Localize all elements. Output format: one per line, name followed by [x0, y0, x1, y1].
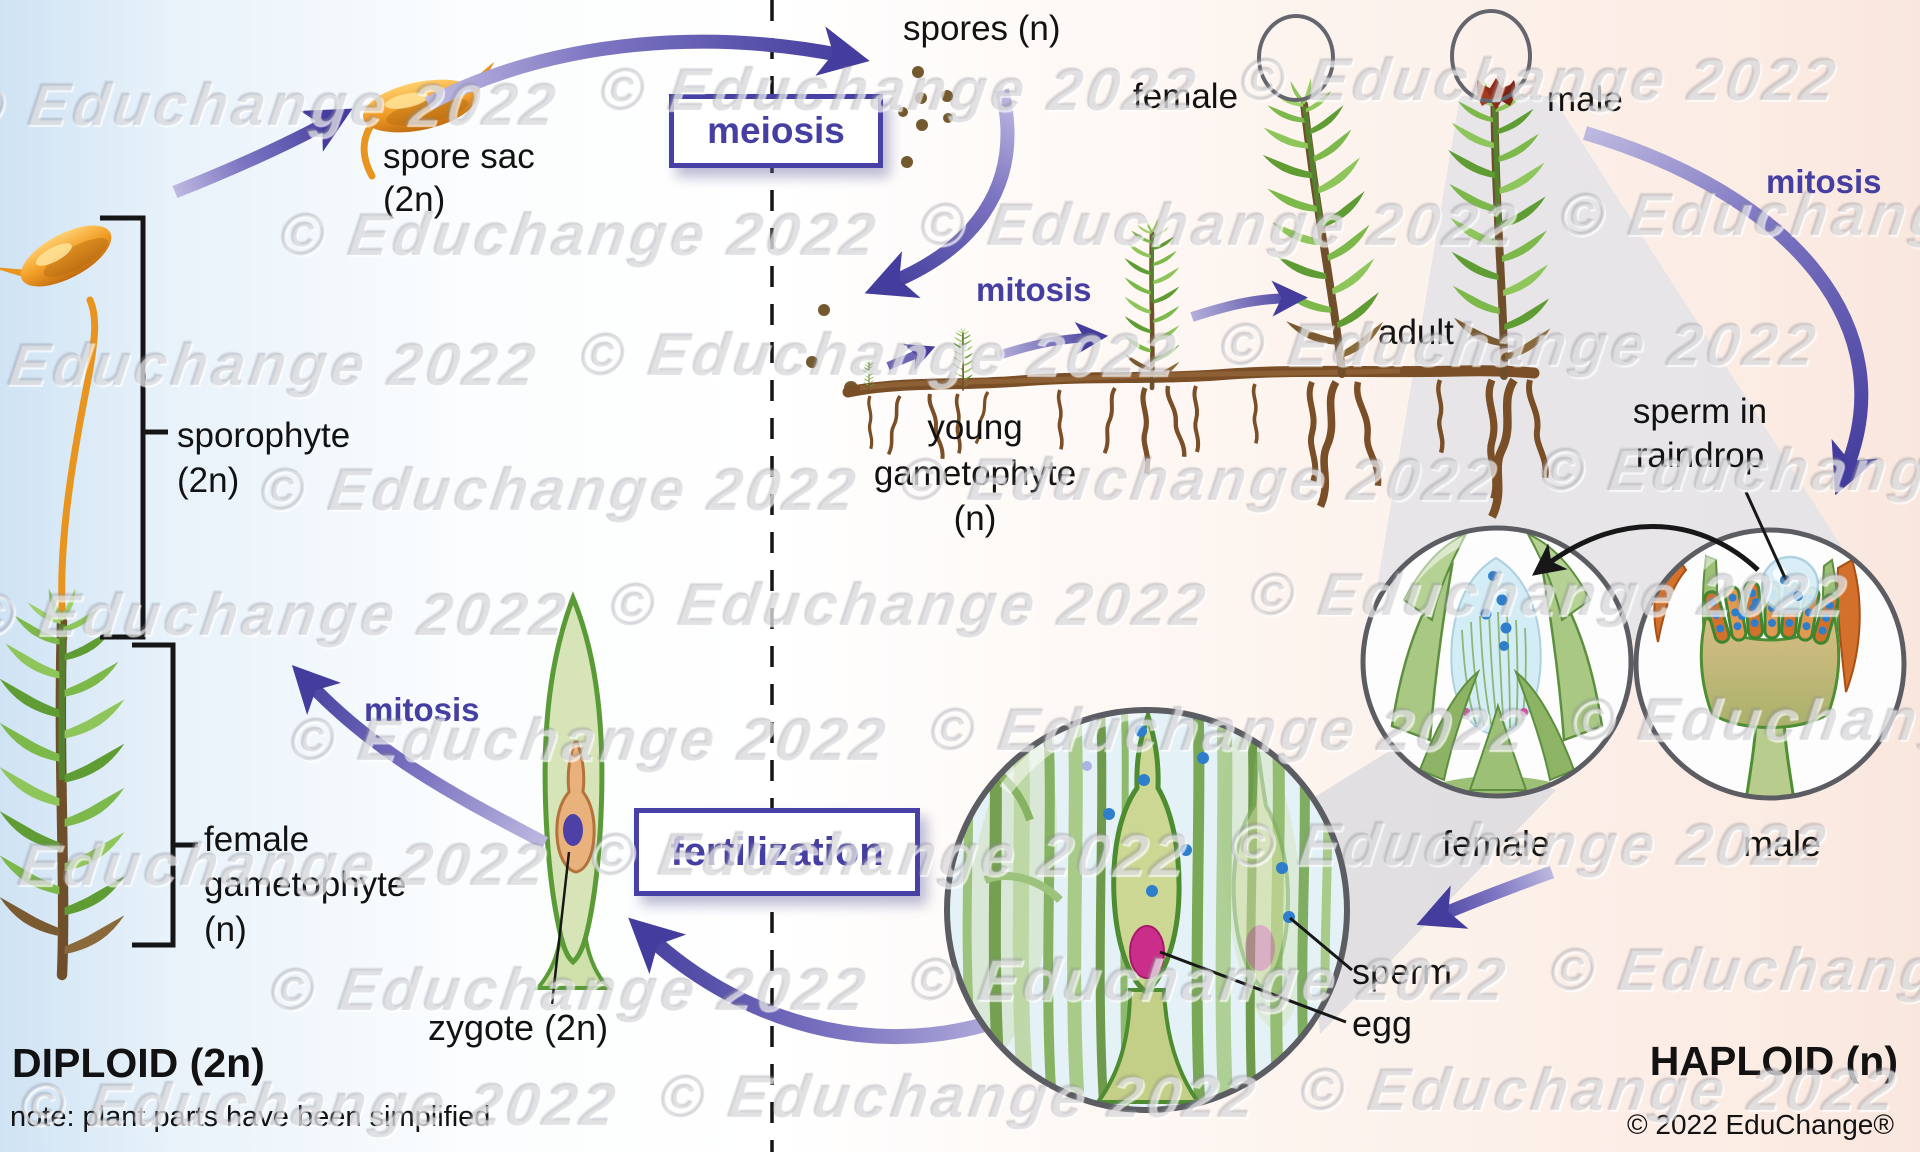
copyright-text: © 2022 EduChange® [1626, 1109, 1894, 1140]
archegonium-faint [1231, 751, 1291, 991]
sperm-pointer [1289, 916, 1353, 972]
sperm-in-line2: raindrop [1635, 435, 1765, 475]
mitosis-right-label: mitosis [1766, 163, 1882, 200]
female-gam-line3: (n) [204, 909, 247, 949]
female-inset-label: female [1441, 823, 1551, 864]
fertilization-box: fertilization [634, 808, 920, 896]
male-tip-circle [1450, 9, 1532, 103]
sperm-in-line1: sperm in [1632, 392, 1768, 431]
zygote-label: zygote (2n) [428, 1007, 609, 1048]
female-tip-circle [1257, 14, 1335, 102]
sporophyte-line1: sporophyte [177, 416, 351, 455]
arrow-to-spore-sac [172, 108, 353, 199]
meiosis-label: meiosis [707, 110, 845, 152]
young-line2: gametophyte [873, 453, 1077, 493]
spore-sac-label: spore sac (2n) [383, 136, 535, 221]
sperm-label: sperm [1352, 951, 1453, 992]
sporophyte-label: sporophyte (2n) [177, 414, 350, 504]
sperm-in-raindrop-label: sperm in raindrop [1590, 390, 1810, 478]
male-inset-label: male [1742, 823, 1822, 864]
zygote-pointer [550, 851, 571, 1005]
haploid-heading: HAPLOID (n) [1649, 1038, 1898, 1084]
diploid-heading: DIPLOID (2n) [12, 1040, 265, 1086]
mitosis-left-label: mitosis [364, 691, 480, 728]
arrow-growth-2 [998, 321, 1109, 360]
arrow-spores-descend [864, 88, 1015, 299]
male-plant-label: male [1547, 80, 1623, 119]
fertilization-label: fertilization [670, 829, 884, 874]
female-gam-line2: gametophyte [204, 864, 407, 904]
spore-sac-line1: spore sac [383, 137, 535, 176]
male-inset-circle [1633, 527, 1907, 801]
arrow-mitosis-right-arc [1583, 126, 1879, 496]
young-line3: (n) [953, 499, 997, 538]
female-gametophyte-label: female gametophyte (n) [204, 818, 406, 952]
female-gametophyte-bracket [132, 642, 198, 948]
cycle-arrows [172, 26, 1879, 1045]
sporophyte-line2: (2n) [177, 460, 240, 500]
female-inset-circle [1360, 525, 1634, 799]
arrow-mitosis-left [291, 665, 549, 849]
raindrop-pointer [1744, 491, 1788, 581]
egg-label: egg [1352, 1003, 1413, 1044]
spore-sac-line2: (2n) [383, 179, 446, 219]
adult-label: adult [1378, 313, 1454, 352]
female-plant-label: female [1133, 77, 1239, 116]
meiosis-box: meiosis [669, 94, 883, 168]
young-line1: young [927, 408, 1023, 447]
pointer-lines [550, 491, 1788, 1024]
brackets [100, 215, 198, 948]
arrow-growth-1 [886, 344, 936, 371]
arrow-meiosis-arc [424, 26, 870, 111]
arrow-growth-3 [1190, 280, 1308, 322]
raindrop-transfer-arrow [1531, 524, 1760, 576]
arrow-insets-to-microview [1416, 865, 1555, 929]
note-text: note: plant parts have been simplified [10, 1101, 491, 1133]
raindrop [1760, 555, 1820, 615]
spores-label: spores (n) [903, 9, 1061, 48]
egg-cell [1129, 925, 1165, 979]
fertilization-microview-circle [944, 707, 1350, 1113]
zygote-illustration [533, 591, 613, 990]
mitosis-middle-label: mitosis [976, 271, 1092, 308]
sporophyte-bracket [100, 215, 168, 640]
egg-pointer [1159, 950, 1347, 1024]
rhizome-and-roots [842, 365, 1547, 518]
young-gametophyte-label: young gametophyte (n) [825, 405, 1125, 542]
female-gam-line1: female [204, 820, 310, 859]
sperm-dots [1103, 725, 1295, 923]
